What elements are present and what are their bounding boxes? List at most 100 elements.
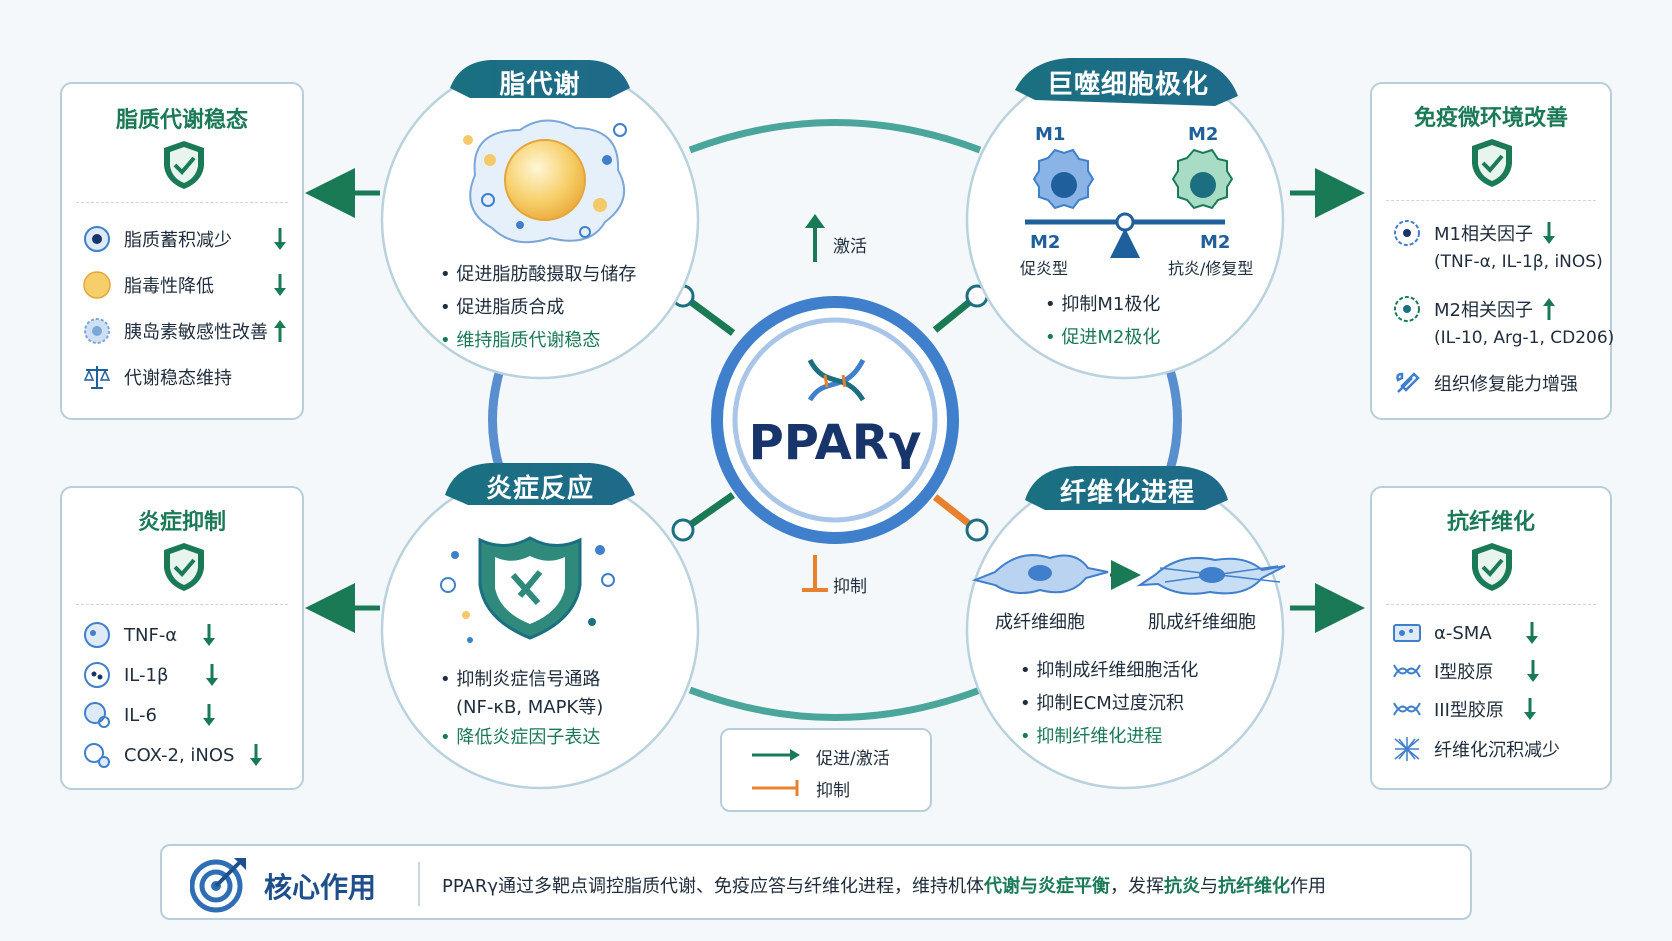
- down-arrow-icon: [1542, 222, 1555, 244]
- collagen-icon: [1393, 702, 1421, 716]
- list-item: IL-1β: [82, 660, 288, 690]
- list-item: IL-6: [82, 700, 288, 730]
- item-text: 代谢稳态维持: [124, 368, 232, 389]
- item-subtext: (TNF-α, IL-1β, iNOS): [1434, 252, 1603, 272]
- down-arrow-icon: [1525, 622, 1538, 644]
- right-pan-desc: 抗炎/修复型: [1168, 259, 1254, 278]
- down-arrow-icon: [1523, 698, 1536, 720]
- inflam-bullet-1-text: 抑制炎症信号通路: [456, 669, 601, 690]
- banner-lipid-shape: [450, 60, 630, 98]
- outcome-anti-fib: 抗纤维化 α-SMA I型胶原 III型胶原 纤维化沉积减少: [1370, 486, 1612, 790]
- down-arrow-icon: [1527, 660, 1540, 682]
- outcome-lipid-home: 脂质代谢稳态 脂质蓄积减少 脂毒性降低 胰岛素敏感性改善 代谢稳态维持: [60, 82, 304, 420]
- down-arrow-icon: [203, 624, 216, 646]
- center-inhibit-label: 抑制: [833, 577, 867, 597]
- lipid-bullet-1-text: 促进脂肪酸摄取与储存: [456, 264, 637, 285]
- cytokine-icon: [84, 662, 110, 688]
- fib-bullet-2-text: 抑制ECM过度沉积: [1036, 693, 1184, 714]
- ring-arc-top: [688, 119, 982, 154]
- check-shield-icon: [1472, 139, 1512, 187]
- smooth-muscle-icon: [1393, 624, 1421, 642]
- left-pan-desc: 促炎型: [1020, 259, 1069, 278]
- item-text: M1相关因子: [1434, 224, 1533, 245]
- up-arrow-icon: [1542, 298, 1555, 320]
- cytokine-icon: [84, 702, 110, 728]
- right-pan-name: M2: [1200, 232, 1231, 253]
- insulin-cell-icon: [84, 318, 110, 344]
- macrophage-bullet-1: • 抑制M1极化: [1045, 294, 1161, 315]
- list-item: TNF-α: [82, 620, 288, 650]
- center-activate-label: 激活: [833, 237, 867, 257]
- list-item: 脂毒性降低: [82, 270, 288, 300]
- lipid-droplet-icon: [463, 119, 627, 244]
- down-arrow-icon: [202, 704, 215, 726]
- check-shield-icon: [1472, 543, 1512, 591]
- cytokine-icon: [84, 622, 110, 648]
- outcome-immune: 免疫微环境改善 M1相关因子 (TNF-α, IL-1β, iNOS) M2相关…: [1370, 82, 1614, 420]
- fib-bullet-1: • 抑制成纤维细胞活化: [1020, 660, 1199, 681]
- macrophage-bullet-2: • 促进M2极化: [1045, 327, 1161, 348]
- banner-macrophage-shape: [1015, 58, 1238, 106]
- left-pan-name: M2: [1030, 232, 1061, 253]
- list-item: 纤维化沉积减少: [1392, 734, 1596, 764]
- separator: [76, 604, 288, 605]
- ring-arc-left: [488, 368, 505, 472]
- footer-highlight-1: 代谢与炎症平衡: [984, 876, 1111, 897]
- anti-inflammation-shield-icon: [440, 536, 615, 643]
- core-role-bar: 核心作用 PPARγ通过多靶点调控脂质代谢、免疫应答与纤维化进程，维持机体代谢与…: [160, 844, 1472, 920]
- fibroblast-icon: [971, 554, 1109, 595]
- core-role-title: 核心作用: [264, 871, 377, 904]
- outcome-anti-fib-title: 抗纤维化: [1446, 510, 1535, 535]
- module-title-macrophage: 巨噬细胞极化: [1046, 70, 1209, 100]
- check-shield-icon: [164, 141, 204, 189]
- banner-lipid: 脂代谢: [450, 56, 630, 102]
- banner-fibrosis-shape: [1025, 466, 1228, 510]
- center-title: PPARγ: [748, 415, 922, 471]
- m1-cell-icon: [1394, 220, 1420, 246]
- banner-inflammation: 炎症反应: [445, 460, 635, 506]
- module-title-fibrosis: 纤维化进程: [1059, 478, 1195, 508]
- list-item: 脂质蓄积减少: [82, 224, 288, 254]
- enzyme-icon: [84, 743, 110, 768]
- item-text: 胰岛素敏感性改善: [124, 322, 268, 343]
- footer-divider: [418, 862, 420, 906]
- legend-promote-label: 促进/激活: [816, 749, 890, 769]
- fib-bullet-1-text: 抑制成纤维细胞活化: [1036, 660, 1199, 681]
- myofibroblast-label: 肌成纤维细胞: [1148, 612, 1256, 633]
- inhibit-bar-icon: [802, 555, 828, 592]
- separator: [1386, 200, 1596, 201]
- lipid-bullet-1: • 促进脂肪酸摄取与储存: [440, 264, 637, 285]
- banner-fibrosis: 纤维化进程: [1025, 464, 1230, 510]
- balance-scale-icon: [1025, 212, 1225, 258]
- item-text: I型胶原: [1434, 662, 1494, 683]
- down-arrow-icon: [206, 664, 219, 686]
- repair-tools-icon: [1396, 372, 1420, 393]
- inhibit-line-icon: [752, 780, 799, 796]
- macrophage-bullet-2-text: 促进M2极化: [1061, 327, 1161, 348]
- footer-text-1: PPARγ通过多靶点调控脂质代谢、免疫应答与纤维化进程，维持机体: [442, 876, 985, 897]
- center-ring-inner: [732, 317, 938, 523]
- ring-arc-right: [1165, 368, 1182, 472]
- promote-arrow-icon: [752, 749, 800, 761]
- lipid-bullet-2: • 促进脂质合成: [440, 297, 565, 318]
- outcome-anti-inflam-title: 炎症抑制: [137, 510, 226, 535]
- macrophage-bullet-1-text: 抑制M1极化: [1061, 294, 1161, 315]
- lipid-bullet-2-text: 促进脂质合成: [456, 297, 565, 318]
- module-title-lipid: 脂代谢: [499, 70, 581, 100]
- balance-icon: [83, 366, 111, 389]
- item-text: III型胶原: [1434, 700, 1504, 721]
- item-text: 脂质蓄积减少: [124, 230, 232, 251]
- separator: [76, 202, 288, 203]
- up-arrow-icon: [274, 320, 286, 342]
- list-item: COX-2, iNOS: [82, 740, 288, 770]
- outcome-lipid-home-title: 脂质代谢稳态: [115, 108, 248, 133]
- m2-label: M2: [1188, 124, 1219, 145]
- m2-cell-icon: [1394, 296, 1420, 322]
- list-item: 胰岛素敏感性改善: [82, 316, 288, 346]
- footer-text-4: 作用: [1290, 876, 1327, 897]
- fibroblast-label: 成纤维细胞: [995, 612, 1085, 633]
- item-text: IL-1β: [124, 664, 169, 686]
- list-item: α-SMA: [1392, 618, 1596, 648]
- list-item: I型胶原: [1392, 656, 1596, 686]
- list-item: M2相关因子: [1392, 294, 1596, 324]
